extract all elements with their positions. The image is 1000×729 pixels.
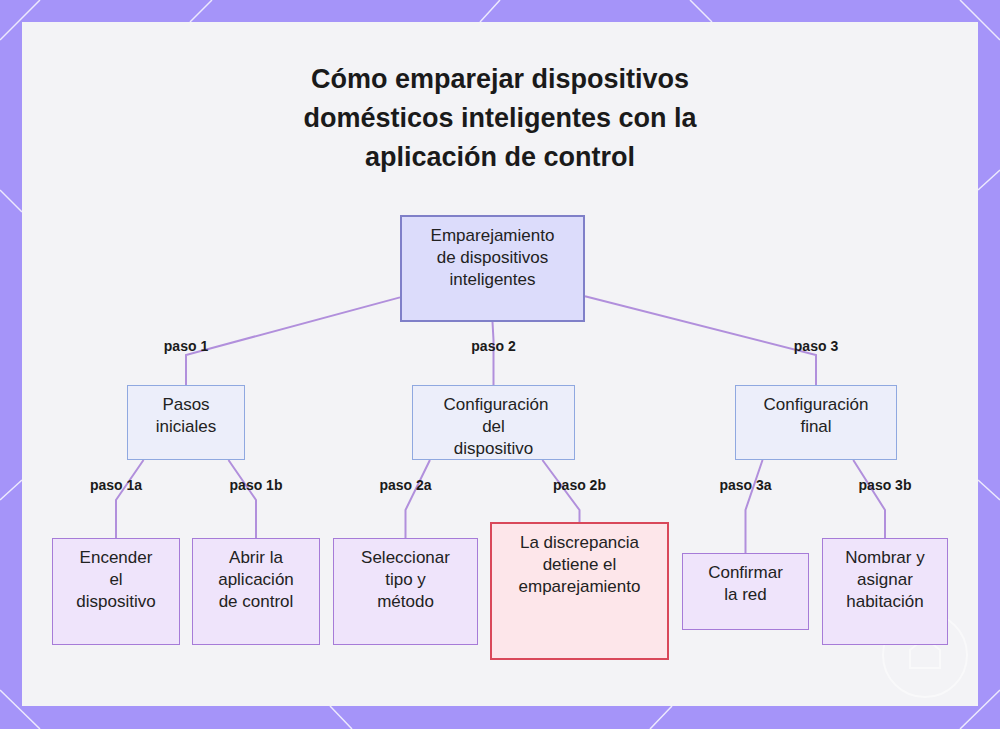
- connector-line: [116, 460, 144, 538]
- node-text: La discrepancia detiene el emparejamient…: [512, 532, 647, 598]
- process-box: Pasos iniciales: [127, 385, 245, 460]
- node-text: Configuración del dispositivo: [444, 394, 544, 460]
- edge-label: paso 1b: [230, 477, 283, 493]
- node-text: Nombrar y asignar habitación: [842, 547, 928, 613]
- content-panel: [22, 22, 978, 706]
- process-box: Emparejamiento de dispositivos inteligen…: [400, 215, 585, 322]
- process-box: Configuración del dispositivo: [412, 385, 575, 460]
- node-text: Configuración final: [757, 394, 875, 438]
- process-box: Configuración final: [735, 385, 897, 460]
- node-text: Seleccionar tipo y método: [356, 547, 456, 613]
- edge-label: paso 2a: [379, 477, 431, 493]
- node-text: Pasos iniciales: [146, 394, 226, 438]
- process-box: Abrir la aplicación de control: [192, 538, 320, 645]
- connector-line: [585, 296, 816, 385]
- connector-line: [853, 460, 885, 538]
- edge-label: paso 3a: [719, 477, 771, 493]
- edge-label: paso 2b: [553, 477, 606, 493]
- edge-label: paso 3b: [859, 477, 912, 493]
- process-box: Confirmar la red: [682, 553, 809, 630]
- process-box: Nombrar y asignar habitación: [822, 538, 948, 645]
- connector-line: [406, 460, 430, 538]
- node-text: Abrir la aplicación de control: [213, 547, 299, 613]
- process-box: La discrepancia detiene el emparejamient…: [490, 522, 669, 660]
- node-text: Emparejamiento de dispositivos inteligen…: [422, 225, 563, 291]
- process-box: Seleccionar tipo y método: [333, 538, 478, 645]
- edge-label: paso 2: [471, 338, 515, 354]
- connector-line: [186, 297, 400, 385]
- connector-line: [228, 460, 256, 538]
- edge-label: paso 1: [164, 338, 208, 354]
- node-text: Encender el dispositivo: [74, 547, 158, 613]
- diagram-title: Cómo emparejar dispositivos domésticos i…: [265, 60, 735, 177]
- connector-line: [746, 460, 763, 553]
- node-text: Confirmar la red: [704, 562, 787, 606]
- process-box: Encender el dispositivo: [52, 538, 180, 645]
- edge-label: paso 1a: [90, 477, 142, 493]
- edge-label: paso 3: [794, 338, 838, 354]
